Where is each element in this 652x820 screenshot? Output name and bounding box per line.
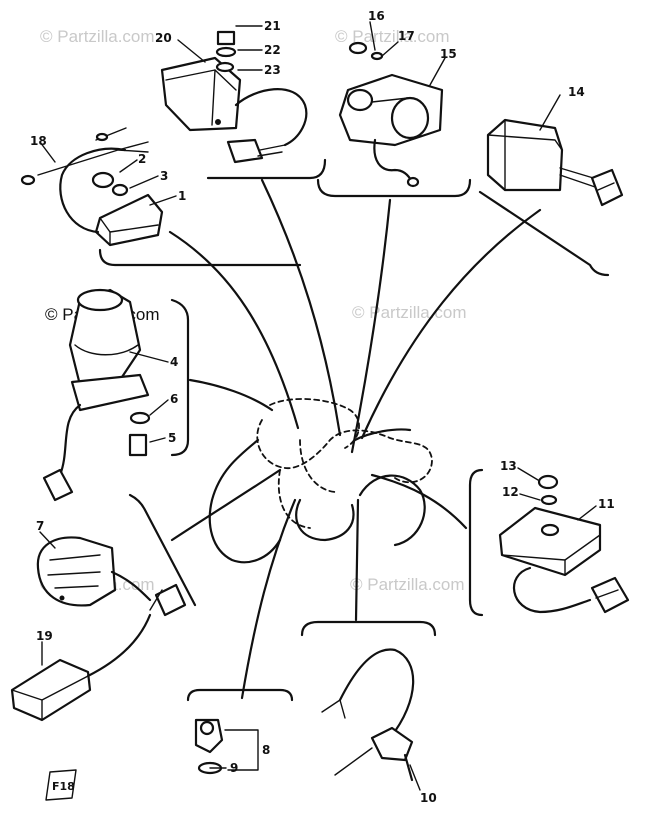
- watermark: © Partzilla.com: [40, 27, 155, 46]
- watermark: © Partzilla.com: [352, 303, 467, 322]
- callout-12: 12: [502, 485, 519, 499]
- part-19-cdi-unit: [10, 583, 187, 722]
- watermark: © Partzilla.com: [350, 575, 465, 594]
- callout-20: 20: [155, 31, 172, 45]
- frame-outline: [208, 398, 433, 564]
- watermarks: © Partzilla.com © Partzilla.com © Partzi…: [40, 27, 467, 594]
- leader-lines: [39, 21, 597, 791]
- watermark: © Partzilla.com: [335, 27, 450, 46]
- figure-code: F18: [45, 769, 77, 801]
- part-10-sensor: [321, 648, 415, 782]
- callout-19: 19: [36, 629, 53, 643]
- group-brackets: [98, 158, 610, 702]
- callout-7: 7: [36, 519, 44, 533]
- part-1-coil: [20, 127, 164, 247]
- part-7-rectifier: [36, 536, 152, 607]
- part-4-main-switch: [42, 288, 151, 502]
- callout-13: 13: [500, 459, 517, 473]
- part-14-unit: [486, 118, 624, 207]
- callout-6: 6: [170, 392, 178, 406]
- callout-1: 1: [178, 189, 186, 203]
- callout-18: 18: [30, 134, 47, 148]
- callout-22: 22: [264, 43, 281, 57]
- part-15-starter-relay: [338, 41, 444, 188]
- callout-16: 16: [368, 9, 385, 23]
- callout-9: 9: [230, 761, 238, 775]
- connection-lines: [168, 178, 542, 700]
- callout-2: 2: [138, 152, 146, 166]
- callout-3: 3: [160, 169, 168, 183]
- part-20-module: [160, 30, 308, 164]
- callout-21: 21: [264, 19, 281, 33]
- callout-17: 17: [398, 29, 415, 43]
- callout-8: 8: [262, 743, 270, 757]
- callout-11: 11: [598, 497, 615, 511]
- callout-5: 5: [168, 431, 176, 445]
- part-8-switch: [194, 718, 259, 775]
- callout-numbers: 21 22 23 20 16 17 15 14 18 2 3 1 4 6 5 7…: [30, 9, 615, 805]
- callout-23: 23: [264, 63, 281, 77]
- callout-10: 10: [420, 791, 437, 805]
- callout-15: 15: [440, 47, 457, 61]
- part-11-relay: [498, 474, 630, 614]
- figure-code-label: F18: [52, 780, 75, 793]
- callout-14: 14: [568, 85, 585, 99]
- callout-4: 4: [170, 355, 178, 369]
